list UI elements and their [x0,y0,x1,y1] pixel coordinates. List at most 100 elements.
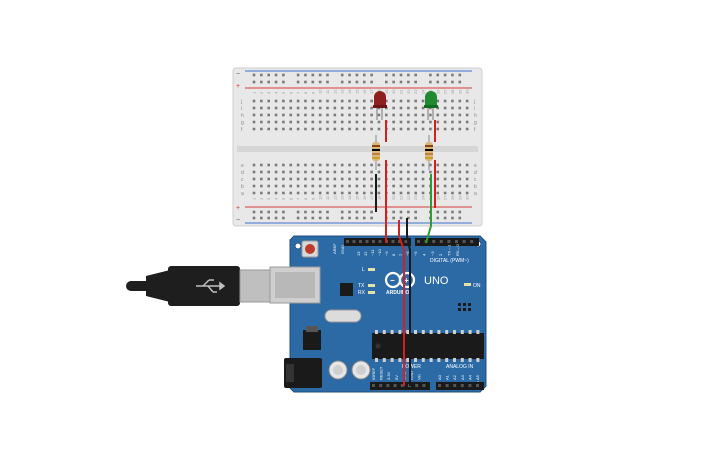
header-pin[interactable] [386,384,390,387]
header-pin[interactable] [438,384,441,387]
header-pin[interactable] [378,240,382,243]
terminal-hole [414,184,417,188]
header-pin[interactable] [359,240,362,243]
header-pin[interactable] [462,240,466,243]
column-number: 27 [443,89,448,94]
led-green[interactable] [424,91,438,120]
terminal-hole [296,191,300,195]
header-pin[interactable] [460,384,464,387]
voltage-regulator [303,330,321,350]
header-pin[interactable] [372,384,375,387]
header-pin[interactable] [346,240,349,243]
terminal-hole [458,170,462,174]
header-pin[interactable] [352,240,356,243]
column-number: 26 [435,89,440,94]
column-number: 16 [362,89,367,94]
led-red[interactable] [373,91,387,120]
terminal-hole [340,170,344,174]
header-pin[interactable] [393,384,397,387]
rail-hole [311,73,315,77]
rail-hole [414,73,417,77]
header-pin[interactable] [398,240,401,243]
column-number: 8 [303,91,308,94]
terminal-hole [421,99,425,103]
header-pin[interactable] [455,240,458,243]
header-pin[interactable] [432,240,436,243]
terminal-hole [304,113,307,117]
terminal-hole [318,120,322,124]
rail-hole [458,73,462,77]
column-number: 28 [450,89,455,94]
terminal-hole [282,127,285,131]
terminal-hole [407,106,410,110]
header-pin[interactable] [476,384,479,387]
row-letter: f [241,127,243,133]
terminal-hole [458,106,462,110]
header-pin[interactable] [404,240,408,243]
wire-black-gnd-board[interactable] [406,218,411,386]
header-pin[interactable] [453,384,457,387]
terminal-hole [311,127,315,131]
usb-chip [340,283,353,296]
resistor-1[interactable] [372,135,380,170]
rail-hole [267,80,270,84]
arduino-uno[interactable]: L TX RX ON − + ARDUINO UNO DIGITAL (PWM~… [269,235,487,393]
usb-cable[interactable] [126,266,271,306]
terminal-hole [458,184,462,188]
header-pin[interactable] [372,240,375,243]
column-number: 15 [354,89,359,94]
terminal-hole [267,170,270,174]
resistor-1-band-1 [372,145,380,147]
terminal-hole [326,177,329,181]
terminal-hole [296,163,300,167]
terminal-hole [296,120,300,124]
terminal-hole [282,106,285,110]
column-number: 19 [384,89,389,94]
terminal-hole [318,163,322,167]
power-pin-label: GND [409,371,414,380]
header-pin[interactable] [445,384,449,387]
terminal-hole [296,99,300,103]
terminal-hole [340,127,344,131]
header-pin[interactable] [439,240,443,243]
header-pin[interactable] [400,384,404,387]
column-number: 1 [252,91,257,94]
terminal-hole [348,170,351,174]
chip-pin [398,330,402,334]
rail-hole [252,216,256,220]
column-number: 22 [406,89,411,94]
terminal-hole [377,113,381,117]
terminal-hole [333,127,337,131]
header-pin[interactable] [391,240,395,243]
terminal-hole [407,113,410,117]
terminal-hole [399,113,403,117]
terminal-hole [355,177,359,181]
terminal-hole [451,127,454,131]
header-pin[interactable] [415,384,419,387]
wire-red-5v[interactable] [398,220,405,386]
reset-button[interactable] [305,244,315,254]
terminal-hole [267,113,270,117]
terminal-hole [443,184,447,188]
header-pin[interactable] [447,240,451,243]
wires[interactable] [375,120,436,386]
header-pin[interactable] [468,384,472,387]
header-pin[interactable] [470,240,474,243]
terminal-hole [252,99,256,103]
wire-green-pin7[interactable] [425,174,432,244]
header-pin[interactable] [422,384,426,387]
power-pin-label: 3.3V [386,371,391,380]
terminal-hole [318,170,322,174]
terminal-hole [362,127,366,131]
terminal-hole [333,113,337,117]
terminal-hole [282,170,285,174]
header-pin[interactable] [365,240,369,243]
terminal-hole [289,113,293,117]
resistor-2[interactable] [425,135,433,170]
header-pin[interactable] [379,384,383,387]
terminal-hole [267,106,270,110]
terminal-hole [370,113,373,117]
header-pin[interactable] [417,240,420,243]
